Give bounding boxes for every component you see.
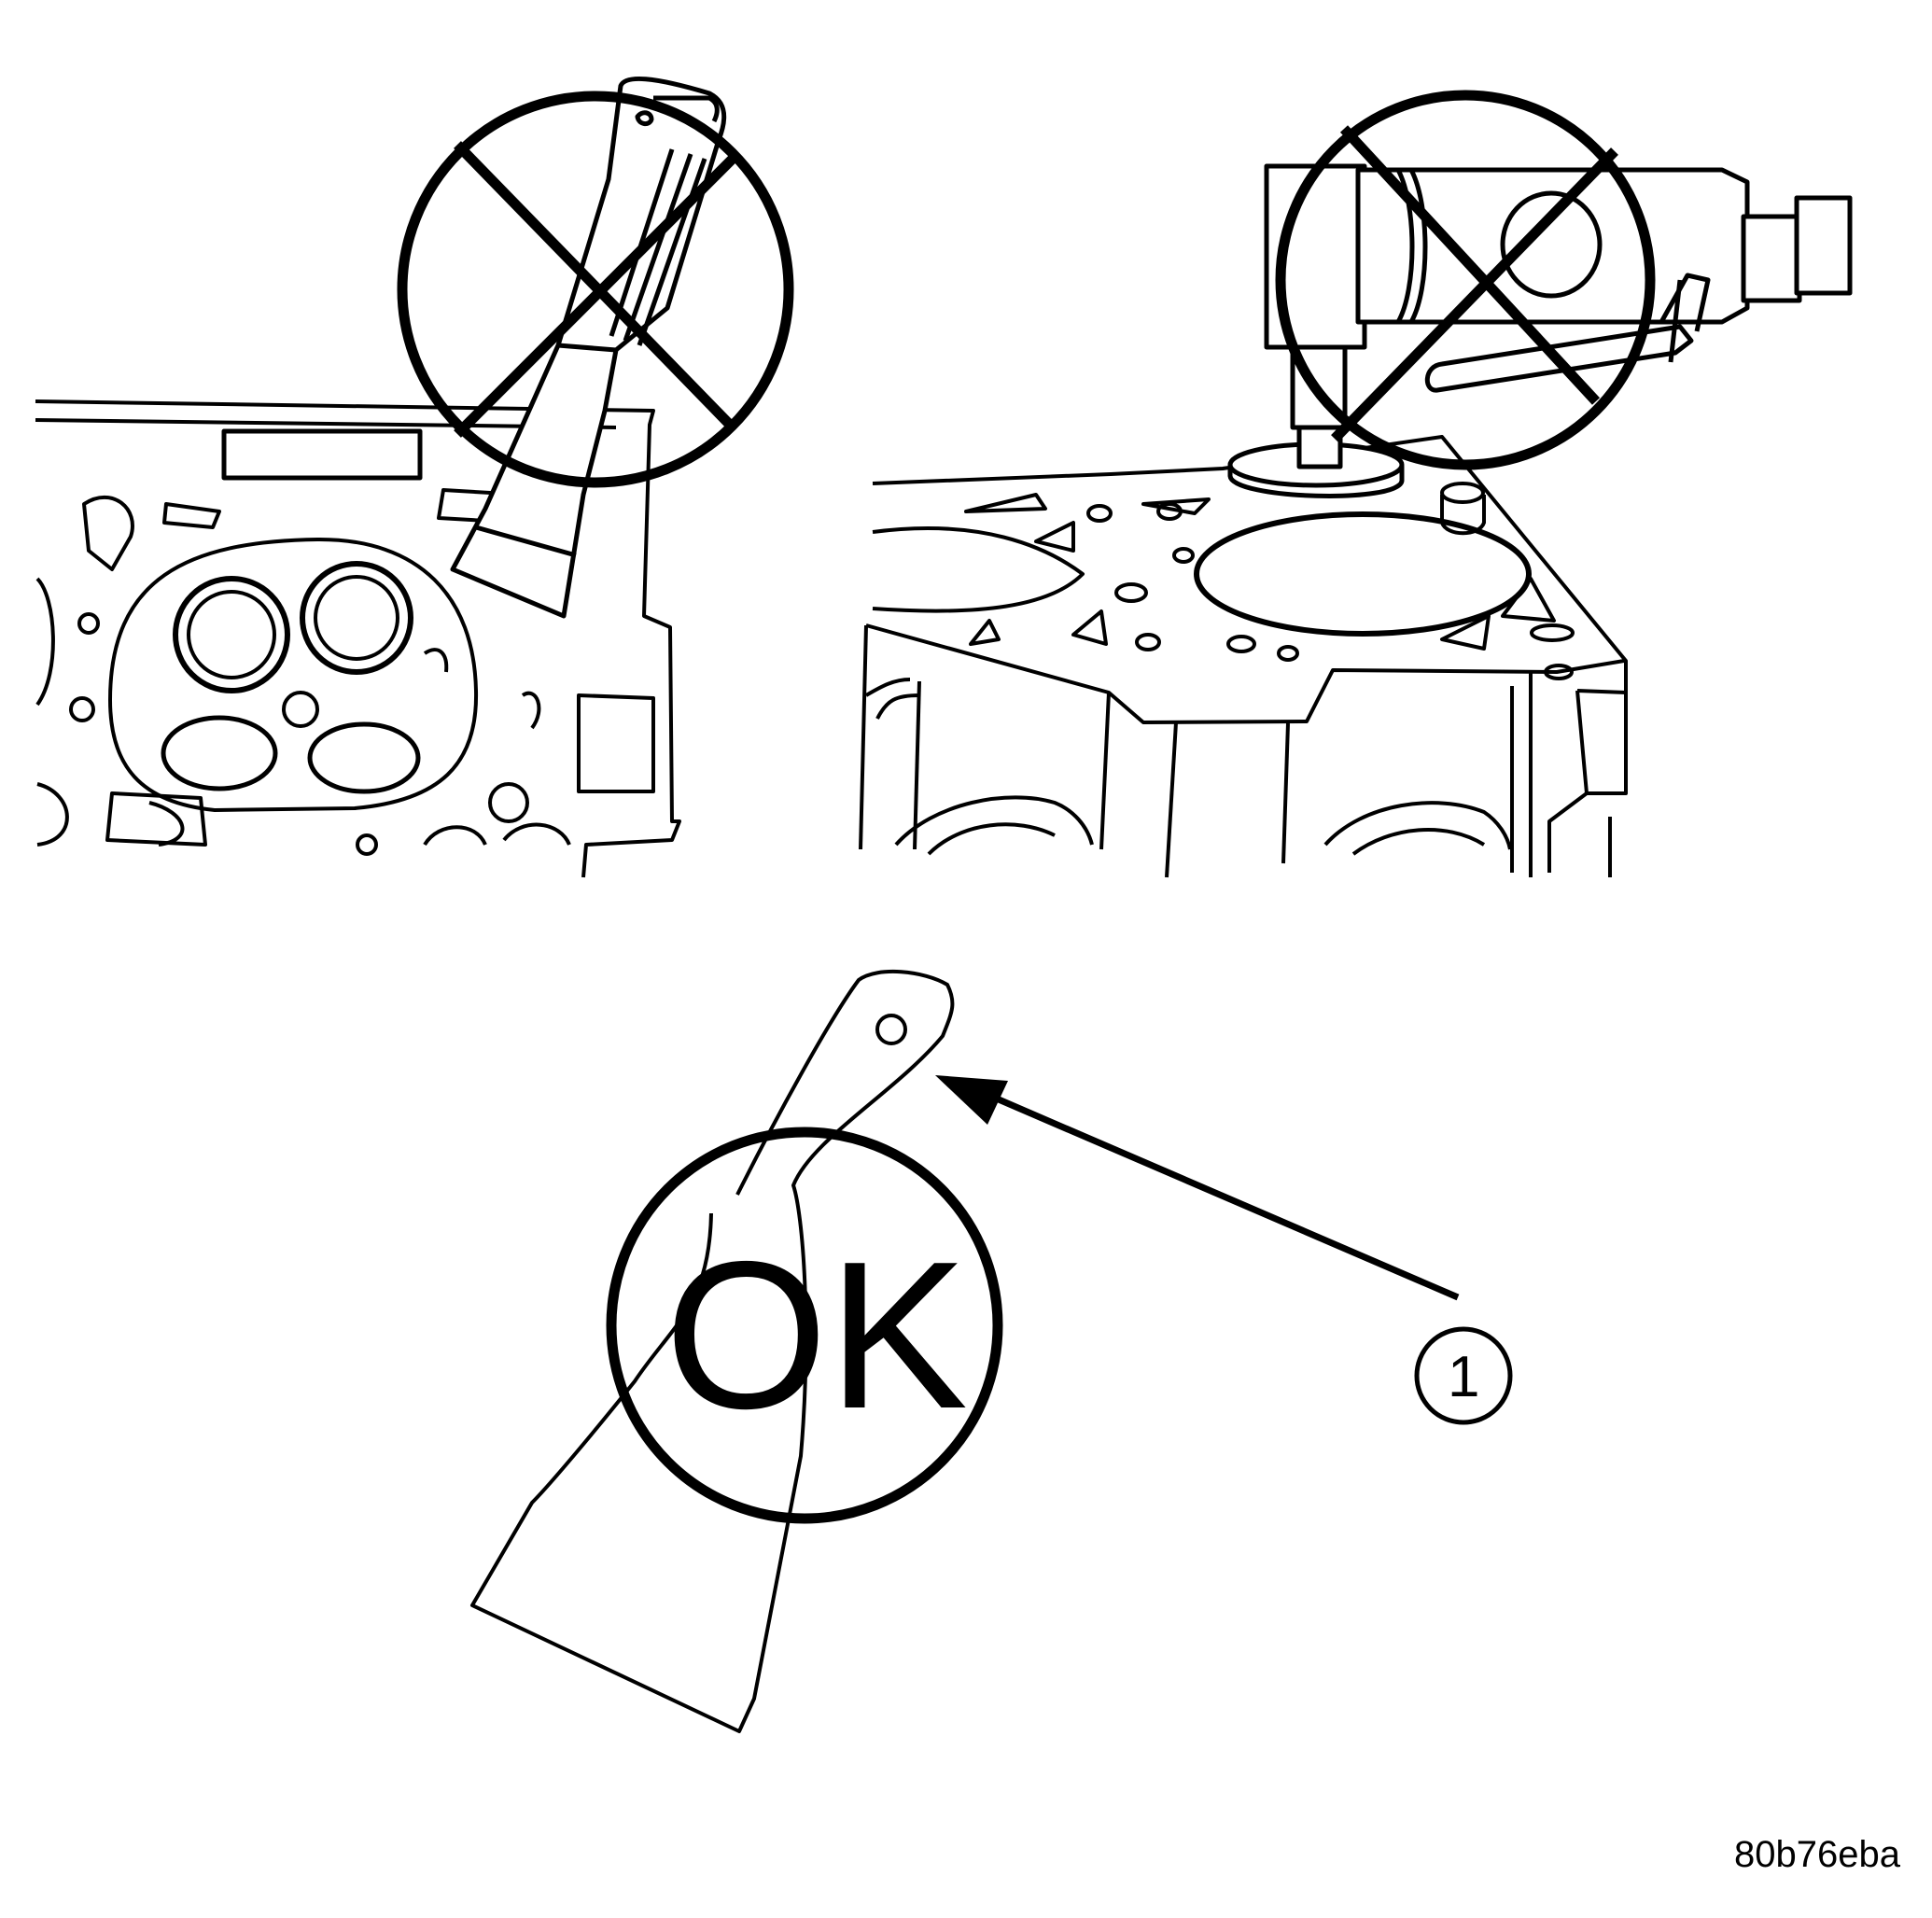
prohibited-symbol-left <box>397 91 794 488</box>
cylinder-head-illustration <box>35 399 681 878</box>
engine-block-illustration <box>859 435 1628 878</box>
approved-symbol: OK <box>606 1127 1003 1524</box>
callout-arrow <box>935 1075 1460 1301</box>
prohibited-symbol-right <box>1275 90 1656 470</box>
callout-marker: 1 <box>1414 1326 1513 1425</box>
figure-id: 80b76eba <box>1734 1834 1900 1875</box>
callout-number: 1 <box>1448 1345 1479 1409</box>
ok-label: OK <box>665 1217 968 1452</box>
circle-ok-icon <box>606 1127 1003 1524</box>
metal-scraper-illustration <box>450 77 727 619</box>
circle-slash-x-icon <box>1275 90 1656 470</box>
circle-slash-x-icon <box>397 91 794 488</box>
